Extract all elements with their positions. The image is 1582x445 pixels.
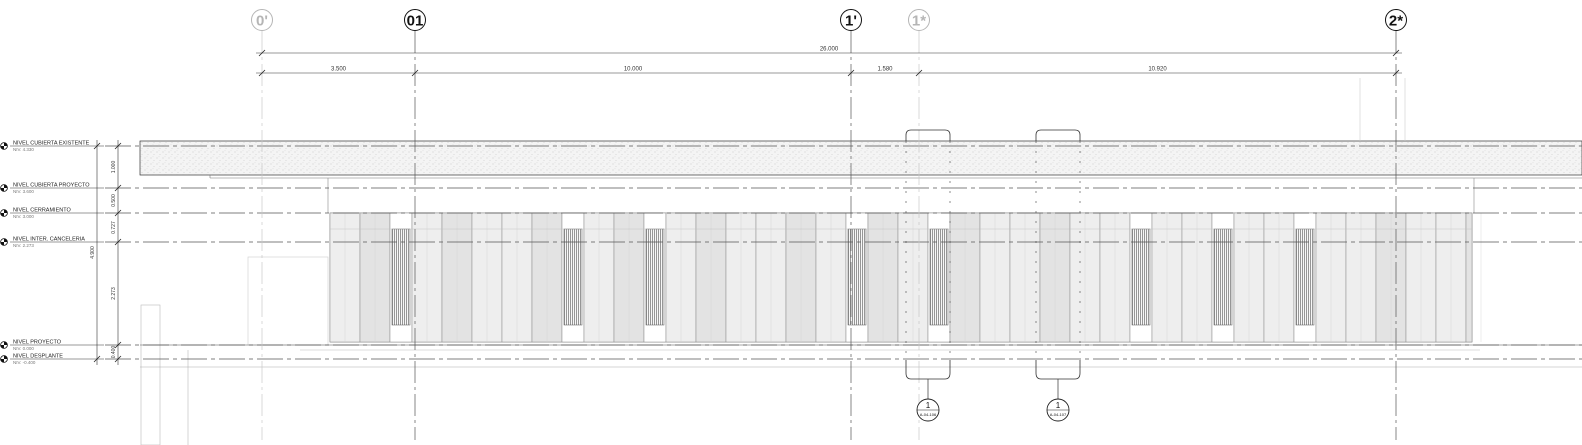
axis-label: 2*	[1389, 13, 1403, 30]
column-left	[140, 304, 161, 445]
level-value: NIV. -0.400	[13, 360, 36, 365]
level-name: NIVEL INTER. CANCELERIA	[13, 237, 85, 243]
louver-screen	[1295, 228, 1315, 326]
section-bracket-bottom	[905, 360, 951, 380]
vdim-tick	[93, 355, 101, 363]
vdim-tick	[114, 142, 122, 150]
axis-bubble	[840, 9, 862, 31]
vdim-tick	[114, 341, 122, 349]
dim-tick	[411, 69, 419, 77]
level-value: NIV. 2.273	[13, 243, 34, 248]
level-marker-fill	[0, 142, 8, 150]
louver-screen	[1213, 228, 1233, 326]
dim-tick	[258, 49, 266, 57]
overall-dim-text: 26.000	[820, 47, 839, 53]
louver-screen	[929, 228, 949, 326]
louver-screen	[563, 228, 583, 326]
vdim-tick	[114, 355, 122, 363]
segment-vdim-text: 1.000	[111, 161, 117, 174]
facade-panel	[1465, 212, 1473, 343]
segment-vdim-text: 0.500	[111, 194, 117, 207]
segment-dim-text: 1.580	[877, 67, 893, 73]
dim-tick	[1392, 49, 1400, 57]
vdim-tick	[114, 209, 122, 217]
section-bracket-bottom	[1035, 360, 1081, 380]
axis-label: 1'	[845, 13, 857, 30]
total-vdim-text: 4.900	[90, 246, 96, 259]
level-name: NIVEL PROYECTO	[13, 340, 62, 346]
level-marker-fill	[0, 355, 8, 363]
louver-screen	[1131, 228, 1151, 326]
level-value: NIV. 3.600	[13, 189, 34, 194]
callout-number: 1	[1056, 401, 1061, 410]
level-name: NIVEL CUBIERTA PROYECTO	[13, 183, 90, 189]
roof-slab-body	[139, 140, 1582, 176]
section-callouts: 1A-04-106 1A-04-107	[905, 129, 1081, 422]
level-marker-fill	[0, 184, 8, 192]
vdim-tick	[93, 142, 101, 150]
callout-number: 1	[926, 401, 931, 410]
level-name: NIVEL CUBIERTA EXISTENTE	[13, 141, 90, 147]
vertical-dimensions: 4.900 1.000 0.500 0.727 2.273 0.400	[90, 140, 122, 365]
level-marker-fill	[0, 238, 8, 246]
segment-dim-text: 3.500	[331, 67, 347, 73]
facade-panels	[329, 212, 1482, 343]
axis-bubble	[1385, 9, 1407, 31]
section-bracket-top	[905, 129, 951, 141]
segment-vdim-text: 0.727	[111, 221, 117, 234]
dim-tick	[847, 69, 855, 77]
level-value: NIV. 0.000	[13, 346, 34, 351]
existing-opening	[247, 256, 329, 346]
callout-sheet-ref: A-04-107	[1050, 412, 1067, 417]
level-name: NIVEL CERRAMIENTO	[13, 208, 71, 214]
axis-bubble	[251, 9, 273, 31]
axis-label: 1*	[912, 13, 926, 30]
axis-bubble	[404, 9, 426, 31]
level-value: NIV. 3.000	[13, 214, 34, 219]
axis-label: 01	[407, 13, 424, 30]
segment-dim-text: 10.000	[624, 67, 643, 73]
louver-screen	[391, 228, 411, 326]
level-name: NIVEL DESPLANTE	[13, 354, 63, 360]
axis-bubble	[908, 9, 930, 31]
callout-sheet-ref: A-04-106	[920, 412, 937, 417]
louver-screen	[645, 228, 665, 326]
axis-label: 0'	[256, 13, 268, 30]
horizontal-dimensions: 26.000 3.500 10.000 1.580 10.920	[256, 47, 1402, 77]
grid-axes: 0' 01 1' 1* 2*	[251, 9, 1407, 440]
section-bracket-top	[1035, 129, 1081, 141]
segment-vdim-text: 2.273	[111, 287, 117, 300]
dim-tick	[915, 69, 923, 77]
dim-tick	[1392, 69, 1400, 77]
segment-vdim-text: 0.400	[111, 346, 117, 359]
segment-dim-text: 10.920	[1148, 67, 1167, 73]
level-value: NIV. 4.330	[13, 147, 34, 152]
level-marker-fill	[0, 209, 8, 217]
level-marker-fill	[0, 341, 8, 349]
vdim-tick	[114, 238, 122, 246]
dim-tick	[258, 69, 266, 77]
vdim-tick	[114, 184, 122, 192]
